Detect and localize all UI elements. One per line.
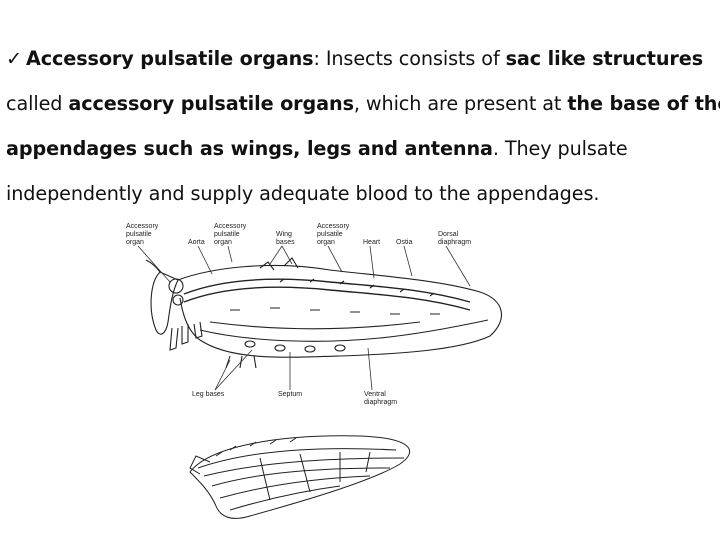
label-heart: Heart <box>363 239 380 246</box>
slide-text: ✓Accessory pulsatile organs: Insects con… <box>6 36 720 216</box>
figure-labels: Accessory pulsatile organ Aorta Accessor… <box>126 223 471 406</box>
label-ventral-b: diaphragm <box>364 399 397 406</box>
leader-lines <box>137 245 471 391</box>
label-apo-1c: organ <box>126 239 144 246</box>
label-apo-1b: pulsatile <box>126 231 152 238</box>
label-apo-2c: organ <box>214 239 232 246</box>
label-leg-bases: Leg bases <box>192 391 225 398</box>
term-accessory-pulsatile-organs: Accessory pulsatile organs <box>26 47 314 70</box>
label-wing-bases-b: bases <box>276 239 295 246</box>
text-segment: , which are present at <box>353 92 568 115</box>
term-sac-like-structures: sac like structures <box>505 47 704 70</box>
label-ventral-a: Ventral <box>364 391 386 398</box>
label-apo-2a: Accessory <box>214 223 247 230</box>
text-segment: . They pulsate <box>492 137 628 160</box>
label-apo-3a: Accessory <box>317 223 350 230</box>
text-line-2: called accessory pulsatile organs, which… <box>6 81 720 126</box>
label-apo-3c: organ <box>317 239 335 246</box>
text-segment: : Insects consists of <box>313 47 506 70</box>
label-apo-1a: Accessory <box>126 223 159 230</box>
text-line-4: independently and supply adequate blood … <box>6 171 718 216</box>
label-dorsal-b: diaphragm <box>438 239 471 246</box>
text-segment: called <box>6 92 69 115</box>
insect-body-drawing <box>145 257 503 369</box>
wing-drawing <box>189 435 411 519</box>
text-segment: independently and supply adequate blood … <box>6 182 600 205</box>
label-dorsal-a: Dorsal <box>438 231 459 238</box>
term-base-of-the: the base of the <box>567 92 720 115</box>
insect-diagram: Accessory pulsatile organ Aorta Accessor… <box>126 223 503 519</box>
label-wing-bases-a: Wing <box>276 231 292 238</box>
text-line-3: appendages such as wings, legs and anten… <box>6 126 718 171</box>
term-appendages: appendages such as wings, legs and anten… <box>6 137 493 160</box>
checkmark-icon: ✓ <box>6 47 22 70</box>
label-septum: Septum <box>278 391 302 398</box>
text-line-1: ✓Accessory pulsatile organs: Insects con… <box>6 36 718 81</box>
insect-circulatory-figure: Accessory pulsatile organ Aorta Accessor… <box>120 210 540 540</box>
label-apo-2b: pulsatile <box>214 231 240 238</box>
label-ostia: Ostia <box>396 239 412 246</box>
label-aorta: Aorta <box>188 239 205 246</box>
label-apo-3b: pulsatile <box>317 231 343 238</box>
term-accessory-pulsatile-organs-2: accessory pulsatile organs <box>68 92 354 115</box>
